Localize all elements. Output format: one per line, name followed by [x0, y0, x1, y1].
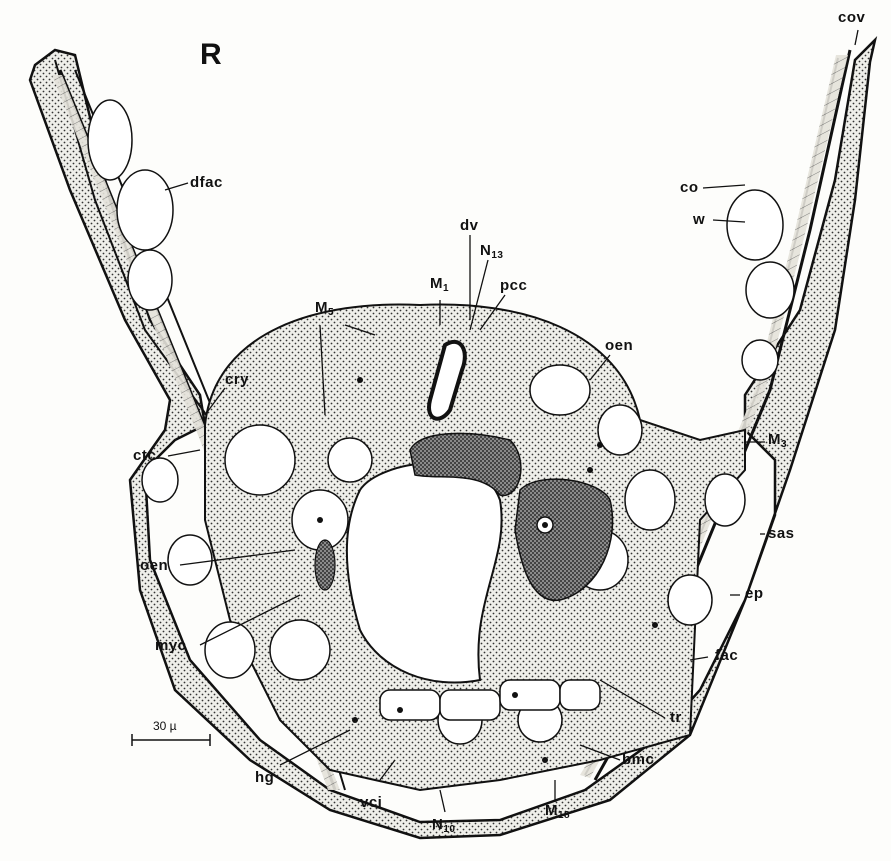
- label-fac: fac: [715, 648, 738, 663]
- label-vci: vci: [360, 795, 382, 810]
- label-hg: hg: [255, 770, 274, 785]
- panel-letter: R: [200, 40, 222, 70]
- scale-bar: [132, 734, 210, 746]
- label-ctc: ctc: [133, 448, 156, 463]
- label-cov: cov: [838, 10, 865, 25]
- label-myc: myc: [155, 638, 187, 653]
- label-co: co: [680, 180, 699, 195]
- label-m3: M3: [768, 432, 787, 450]
- label-bmc: bmc: [622, 752, 654, 767]
- label-tr: tr: [670, 710, 682, 725]
- label-n13: N13: [480, 243, 503, 261]
- scale-bar-label: 30 µ: [153, 720, 177, 732]
- label-m1: M1: [430, 276, 449, 294]
- label-dfac: dfac: [190, 175, 223, 190]
- label-pcc: pcc: [500, 278, 527, 293]
- label-oen-right: oen: [605, 338, 633, 353]
- label-ep: ep: [745, 586, 764, 601]
- label-w: w: [693, 212, 705, 227]
- label-m5: M5: [315, 300, 334, 318]
- label-n10: N10: [432, 817, 455, 835]
- label-oen-left: oen: [140, 558, 168, 573]
- label-dv: dv: [460, 218, 479, 233]
- label-m18: M18: [545, 803, 570, 821]
- label-sas: sas: [768, 526, 795, 541]
- label-cry: cry: [225, 372, 249, 387]
